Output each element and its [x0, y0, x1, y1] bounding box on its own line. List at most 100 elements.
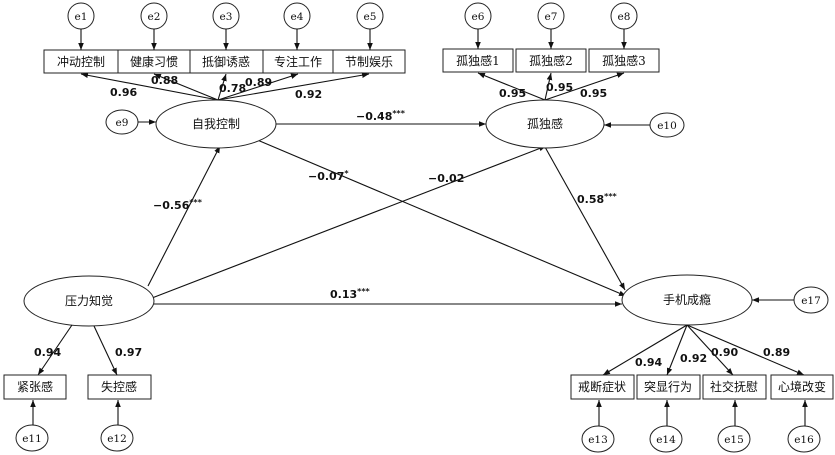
- svg-text:e8: e8: [618, 11, 631, 23]
- svg-text:e11: e11: [22, 433, 42, 445]
- svg-text:e4: e4: [291, 11, 304, 23]
- svg-text:e2: e2: [148, 11, 161, 23]
- loading-st-2: 0.97: [115, 346, 142, 359]
- svg-text:e13: e13: [588, 434, 608, 446]
- indicator-loneliness-1: 孤独感1: [442, 48, 514, 73]
- coef-loneliness-to-addiction: 0.58***: [577, 192, 618, 206]
- loading-lon-1: 0.95: [499, 87, 526, 100]
- path-sc-to-addiction: [254, 138, 627, 297]
- path-stress-to-loneliness: [151, 145, 547, 299]
- latent-loneliness: 孤独感: [485, 99, 605, 149]
- error-e7: e7: [537, 2, 565, 30]
- loading-arrow-add-1: [602, 324, 688, 376]
- indicator-withdrawal: 戒断症状: [570, 374, 635, 400]
- svg-text:e6: e6: [472, 11, 485, 23]
- loading-sc-3: 0.78: [219, 82, 246, 95]
- error-e16: e16: [787, 425, 821, 453]
- coef-stress-to-sc: −0.56***: [153, 198, 203, 212]
- loading-sc-4: 0.89: [245, 76, 272, 89]
- indicator-focus-work: 专注工作: [262, 49, 334, 74]
- error-e11: e11: [15, 424, 49, 452]
- loading-add-1: 0.94: [635, 356, 662, 369]
- error-e8: e8: [610, 2, 638, 30]
- svg-text:孤独感1: 孤独感1: [456, 53, 500, 68]
- svg-text:孤独感3: 孤独感3: [602, 53, 646, 68]
- svg-text:节制娱乐: 节制娱乐: [345, 55, 393, 69]
- loading-arrow-sc-1: [80, 72, 219, 101]
- indicator-loneliness-3: 孤独感3: [588, 48, 660, 73]
- loading-arrow-add-2: [666, 324, 688, 376]
- svg-text:社交抚慰: 社交抚慰: [710, 379, 758, 394]
- latent-stress: 压力知觉: [23, 275, 155, 327]
- loading-sc-5: 0.92: [295, 88, 322, 101]
- error-e4: e4: [283, 2, 311, 30]
- error-e6: e6: [464, 2, 492, 30]
- svg-text:e1: e1: [75, 11, 88, 23]
- svg-text:−0.56***: −0.56***: [153, 198, 203, 212]
- svg-text:e3: e3: [220, 11, 233, 23]
- loading-arrow-st-2: [93, 325, 118, 376]
- coef-sc-to-addiction: −0.07*: [308, 169, 349, 183]
- loading-arrow-add-3: [686, 324, 734, 376]
- loading-sc-1: 0.96: [110, 86, 137, 99]
- loading-arrow-lon-3: [544, 72, 625, 101]
- svg-text:e15: e15: [724, 434, 744, 446]
- svg-text:手机成瘾: 手机成瘾: [663, 292, 711, 307]
- error-e10: e10: [649, 112, 685, 138]
- svg-text:压力知觉: 压力知觉: [65, 294, 113, 308]
- indicator-salience: 突显行为: [636, 374, 701, 400]
- svg-text:失控感: 失控感: [101, 379, 137, 394]
- error-e2: e2: [140, 2, 168, 30]
- coef-stress-to-addiction: 0.13***: [330, 287, 371, 301]
- loading-arrow-sc-4: [217, 73, 299, 101]
- indicator-moderate-entertainment: 节制娱乐: [332, 49, 406, 74]
- error-e3: e3: [212, 2, 240, 30]
- loading-st-1: 0.94: [34, 346, 61, 359]
- coef-stress-to-loneliness: −0.02: [428, 172, 464, 185]
- svg-text:e9: e9: [116, 117, 129, 129]
- loading-add-4: 0.89: [763, 346, 790, 359]
- path-loneliness-to-addiction: [544, 146, 626, 291]
- svg-text:−0.02: −0.02: [428, 172, 464, 185]
- loading-lon-3: 0.95: [580, 87, 607, 100]
- indicator-mood-modification: 心境改变: [770, 374, 834, 400]
- svg-text:紧张感: 紧张感: [17, 379, 53, 394]
- svg-text:−0.07*: −0.07*: [308, 169, 349, 183]
- loading-arrow-lon-2: [544, 72, 553, 101]
- error-e1: e1: [67, 2, 95, 30]
- indicator-loneliness-2: 孤独感2: [515, 48, 587, 73]
- svg-text:e17: e17: [801, 295, 821, 307]
- svg-text:自我控制: 自我控制: [192, 117, 240, 131]
- loading-lon-2: 0.95: [546, 81, 573, 94]
- indicator-loss-of-control: 失控感: [87, 374, 152, 400]
- svg-text:e7: e7: [545, 11, 558, 23]
- svg-text:0.13***: 0.13***: [330, 287, 371, 301]
- error-e5: e5: [356, 2, 384, 30]
- loading-arrow-sc-2: [153, 73, 219, 101]
- loading-add-3: 0.90: [711, 346, 738, 359]
- loading-arrow-sc-5: [217, 72, 370, 101]
- svg-text:突显行为: 突显行为: [644, 379, 692, 394]
- svg-text:健康习惯: 健康习惯: [130, 54, 178, 69]
- latent-self-control: 自我控制: [155, 99, 277, 149]
- indicator-resist-temptation: 抵御诱惑: [189, 49, 264, 74]
- indicator-social-comfort: 社交抚慰: [702, 374, 767, 400]
- svg-text:e14: e14: [656, 434, 676, 446]
- loading-arrow-st-1: [37, 324, 73, 376]
- loading-add-2: 0.92: [680, 352, 707, 365]
- svg-text:e16: e16: [794, 434, 814, 446]
- error-e15: e15: [717, 425, 751, 453]
- indicator-healthy-habits: 健康习惯: [117, 49, 191, 74]
- coef-sc-to-loneliness: −0.48***: [356, 109, 406, 123]
- error-e13: e13: [581, 425, 615, 453]
- latent-addiction: 手机成瘾: [621, 274, 753, 326]
- loading-sc-2: 0.88: [151, 74, 178, 87]
- indicator-tension: 紧张感: [3, 374, 67, 400]
- svg-text:抵御诱惑: 抵御诱惑: [202, 54, 250, 69]
- svg-text:孤独感: 孤独感: [527, 116, 563, 131]
- svg-text:e5: e5: [364, 11, 377, 23]
- svg-text:0.58***: 0.58***: [577, 192, 618, 206]
- loading-arrow-lon-1: [477, 72, 546, 101]
- loading-arrow-add-4: [686, 324, 805, 376]
